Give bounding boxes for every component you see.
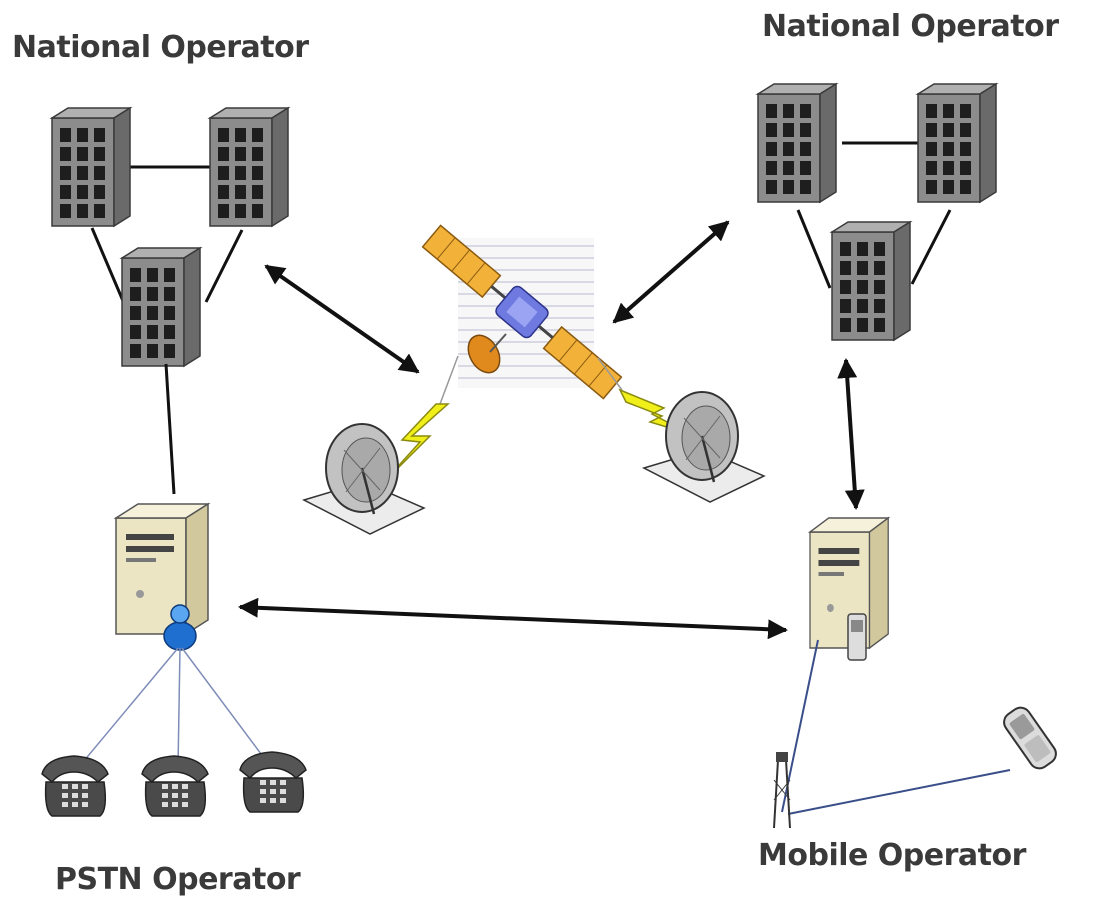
server-tower-icon bbox=[115, 503, 209, 635]
office-building-icon bbox=[51, 107, 131, 227]
national-operator-right bbox=[757, 83, 997, 341]
connection-arrows bbox=[238, 220, 865, 640]
satellite-link-left bbox=[302, 355, 459, 536]
pstn-operator-label: PSTN Operator bbox=[55, 862, 301, 897]
double-arrow bbox=[612, 220, 730, 324]
national-operator-right-label: National Operator bbox=[762, 9, 1059, 44]
link-line bbox=[204, 229, 244, 303]
cell-tower-icon bbox=[773, 752, 791, 829]
signal-line bbox=[597, 357, 623, 391]
national-operator-left-label: National Operator bbox=[12, 30, 309, 65]
office-building-icon bbox=[831, 221, 911, 341]
national-operator-left bbox=[51, 107, 289, 367]
link-line bbox=[796, 209, 832, 289]
satellite-icon bbox=[421, 224, 623, 400]
mobile-operator bbox=[773, 517, 1057, 829]
office-building-icon bbox=[757, 83, 837, 203]
link-line bbox=[910, 209, 952, 285]
office-building-icon bbox=[917, 83, 997, 203]
satellite-group bbox=[421, 224, 623, 400]
radio-links bbox=[781, 639, 1011, 815]
double-arrow bbox=[264, 264, 420, 374]
phone-links bbox=[77, 647, 271, 769]
link-line bbox=[90, 227, 128, 309]
mobile-phone-icon bbox=[847, 613, 867, 661]
pstn-operator bbox=[41, 363, 307, 817]
telephone-icon bbox=[141, 755, 209, 817]
lightning-bolt-icon bbox=[381, 403, 450, 485]
user-icon bbox=[163, 604, 197, 651]
satellite-antenna-icon bbox=[467, 333, 507, 374]
satellite-link-right bbox=[597, 357, 766, 504]
signal-line bbox=[439, 355, 459, 405]
telephone-icon bbox=[239, 751, 307, 813]
mobile-phone-icon bbox=[1003, 706, 1057, 770]
office-building-icon bbox=[209, 107, 289, 227]
office-building-icon bbox=[121, 247, 201, 367]
mobile-operator-label: Mobile Operator bbox=[758, 838, 1026, 873]
double-arrow bbox=[238, 597, 788, 640]
link-line bbox=[164, 363, 176, 495]
double-arrow bbox=[837, 358, 865, 510]
telephone-icon bbox=[41, 755, 109, 817]
